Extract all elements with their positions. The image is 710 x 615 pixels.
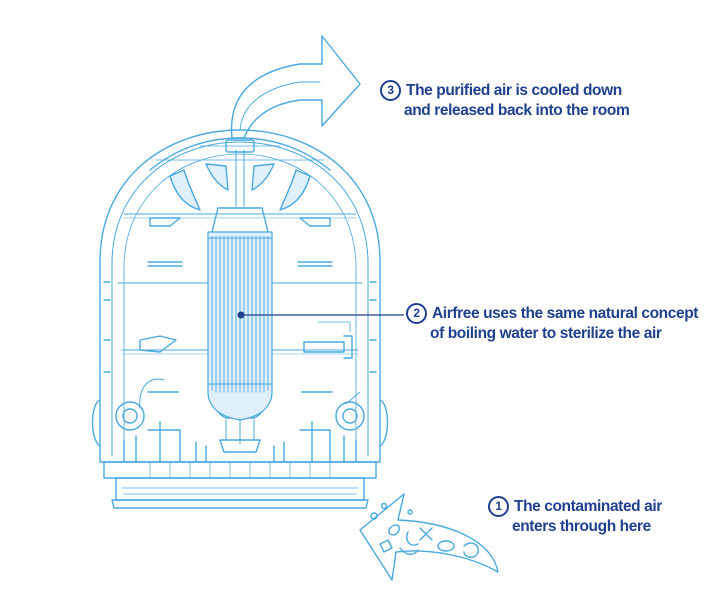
inlet-arrow: [359, 493, 499, 581]
callout-boiling-concept: 2 Airfree uses the same natural concept o…: [406, 303, 698, 343]
callout-line: of boiling water to sterilize the air: [430, 325, 662, 342]
contaminant-particle: [388, 524, 400, 536]
contaminant-particle: [437, 540, 455, 552]
step-number-badge: 3: [380, 80, 401, 101]
callout-line: enters through here: [512, 518, 651, 535]
contaminant-particle: [399, 547, 419, 555]
callout-contaminated-air: 1 The contaminated air enters through her…: [488, 496, 662, 536]
contaminant-particle: [379, 539, 393, 553]
contaminant-particle: [463, 542, 479, 558]
outlet-arrow: [230, 35, 361, 139]
contaminant-particle: [407, 509, 413, 515]
step-number-badge: 2: [406, 303, 427, 324]
callout-purified-air: 3 The purified air is cooled down and rel…: [380, 80, 630, 120]
purifier-base: [103, 421, 377, 509]
step-number-badge: 1: [488, 496, 509, 517]
contaminant-particle: [406, 531, 419, 546]
callout-line: and released back into the room: [404, 102, 630, 119]
contaminant-particle: [370, 512, 378, 520]
callout-line: The purified air is cooled down: [406, 82, 622, 99]
contaminant-particle: [380, 502, 388, 510]
callout-2-leader: [237, 311, 404, 319]
callout-line: Airfree uses the same natural concept: [432, 305, 699, 322]
heating-core: [207, 207, 273, 453]
callout-line: The contaminated air: [514, 498, 662, 515]
contaminant-particle: [419, 527, 433, 541]
